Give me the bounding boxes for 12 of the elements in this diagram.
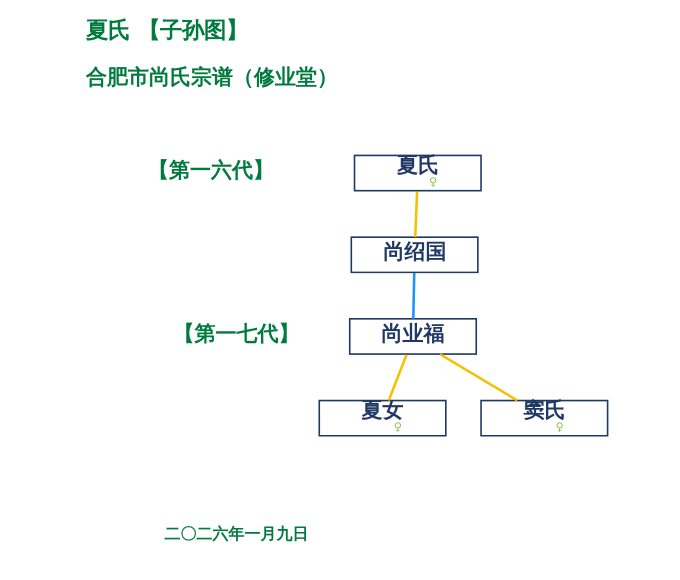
- label: 合肥市尚氏宗谱（修业堂）: [86, 65, 338, 90]
- label: 【第一六代】: [147, 158, 274, 182]
- node-box: 尚绍国: [350, 236, 478, 274]
- connector: [412, 272, 416, 319]
- label: 二〇二六年一月九日: [164, 524, 308, 544]
- label: 【第一七代】: [173, 321, 300, 346]
- connector: [387, 354, 408, 401]
- connector: [439, 353, 518, 402]
- diagram-title: 夏氏 【子孙图】: [86, 17, 248, 44]
- node-box: 尚业福: [348, 318, 477, 355]
- node-box: 窦氏 ♀: [480, 400, 608, 437]
- connector: [413, 191, 418, 238]
